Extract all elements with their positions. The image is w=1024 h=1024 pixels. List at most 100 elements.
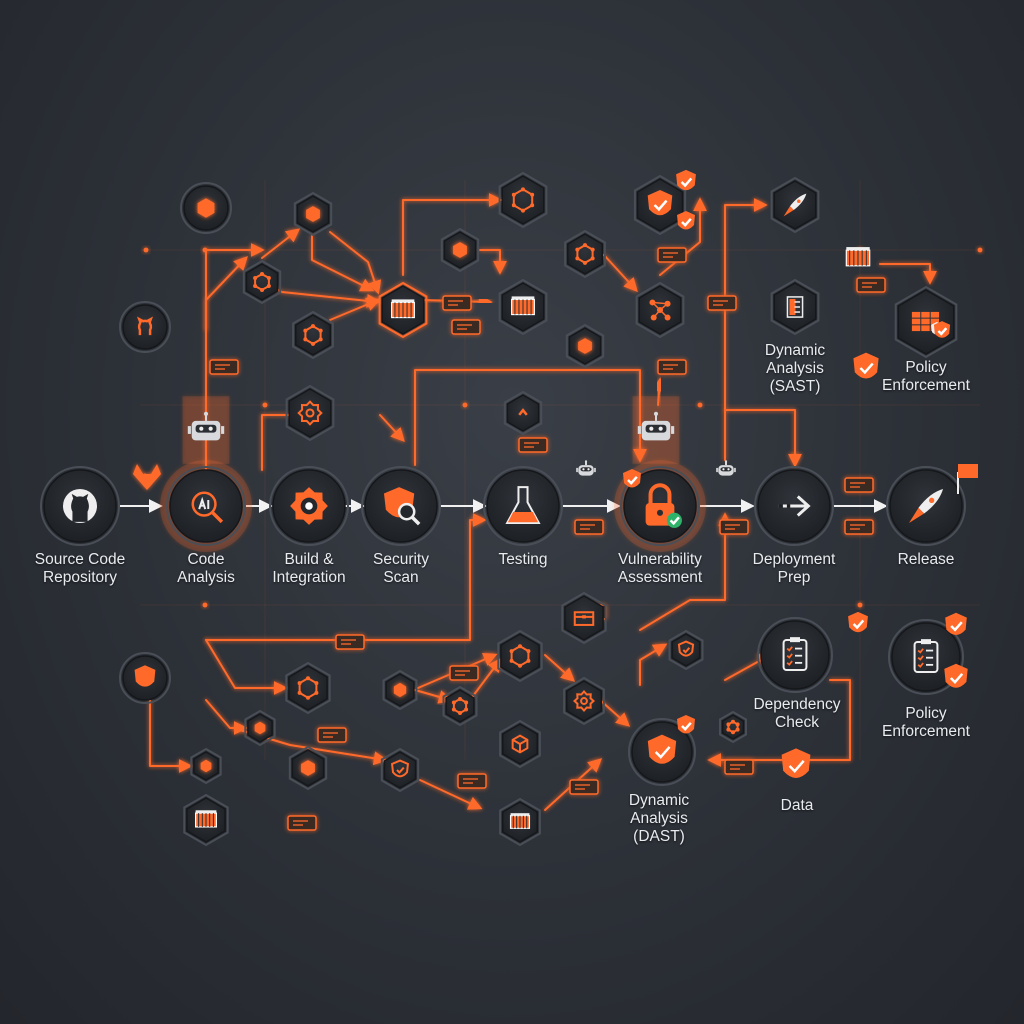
chest-icon: [573, 611, 595, 626]
node-deployment-prep: [754, 466, 834, 546]
node-release: [886, 466, 966, 546]
connector: [261, 228, 301, 259]
lower-node: [285, 661, 331, 715]
rocket-icon: [908, 488, 944, 524]
upper-node: [503, 390, 543, 436]
data-packet: [657, 359, 687, 375]
git-repository-icon: [62, 488, 98, 524]
gear-outline-icon: [573, 690, 595, 712]
robot-icon: [182, 396, 230, 464]
connector: [724, 198, 768, 461]
data-packet: [442, 295, 472, 311]
shield-check-icon: [781, 748, 811, 778]
data-packet: [209, 359, 239, 375]
lower-node: [888, 619, 964, 695]
shield-outline-icon: [677, 640, 695, 657]
lower-node: [119, 652, 171, 704]
connector: [603, 254, 638, 293]
diagram-nodes: [40, 169, 978, 847]
lower-node: [288, 745, 328, 791]
connector: [724, 409, 802, 468]
lower-node: [757, 617, 833, 693]
hexagon-icon: [511, 187, 535, 213]
connector: [879, 263, 937, 285]
upper-node: [180, 182, 232, 234]
container-icon: [391, 299, 415, 319]
data-packet: [657, 247, 687, 263]
label-policy-enforcement-top: Policy Enforcement: [882, 359, 970, 394]
caret-up-icon: [518, 408, 528, 416]
grid-dot: [262, 402, 268, 408]
lock-check-icon: [645, 483, 682, 528]
github-icon: [136, 316, 154, 336]
upper-node: [285, 384, 335, 442]
upper-node: [378, 281, 428, 339]
container-icon: [509, 813, 531, 829]
lower-node: [244, 709, 276, 747]
flag-icon: [957, 464, 978, 494]
label-dynamic-analysis-dast: Dynamic Analysis (DAST): [628, 792, 690, 845]
data-packet: [457, 773, 487, 789]
upper-node: [119, 301, 171, 353]
node-code-analysis: [160, 460, 252, 552]
upper-node: [565, 323, 605, 369]
container-icon: [845, 247, 871, 267]
grid-dot: [462, 402, 468, 408]
upper-node: [498, 278, 548, 336]
label-code-analysis: Code Analysis: [177, 551, 235, 586]
data-packet: [844, 477, 874, 493]
flask-icon: [505, 486, 541, 525]
upper-node: [770, 176, 820, 234]
hexagon-icon: [451, 696, 469, 716]
hex-dot-icon: [200, 759, 212, 773]
connector: [402, 193, 503, 276]
data-packet: [569, 779, 599, 795]
upper-node: [292, 310, 334, 360]
lower-node: [183, 793, 229, 847]
connector: [311, 235, 375, 292]
label-testing: Testing: [498, 551, 548, 568]
lower-node: [499, 797, 541, 847]
rocket-icon: [783, 193, 807, 217]
grid-dot: [977, 247, 983, 253]
upper-node: [242, 259, 282, 305]
lower-node: [719, 710, 747, 744]
node-security-scan: [361, 466, 441, 546]
data-packet: [707, 295, 737, 311]
label-deployment-prep: Deployment Prep: [752, 551, 836, 586]
connector: [149, 699, 193, 773]
lower-node: [563, 676, 605, 726]
connector: [707, 679, 851, 767]
robot-icon: [576, 460, 596, 476]
connector: [205, 699, 248, 735]
gitlab-icon: [133, 464, 161, 490]
shield-icon: [134, 665, 156, 687]
label-dynamic-analysis-sast: Dynamic Analysis (SAST): [764, 342, 826, 395]
upper-node: [633, 174, 687, 236]
arrow-right-icon: [778, 495, 811, 517]
label-dependency-check: Dependency Check: [753, 696, 841, 731]
shield-check-icon: [677, 211, 695, 230]
upper-node: [635, 281, 685, 339]
hexagon-icon: [509, 644, 531, 668]
gear-outline-icon: [297, 400, 323, 426]
hex-dot-icon: [301, 760, 315, 776]
shield-check-icon: [677, 715, 695, 734]
hex-dot-icon: [453, 242, 467, 258]
hex-dot-icon: [393, 682, 407, 698]
container-icon: [511, 296, 535, 316]
connector-lines: [119, 193, 937, 831]
data-packet: [287, 815, 317, 831]
connector: [205, 255, 248, 331]
hex-dot-icon: [254, 721, 266, 735]
data-packet: [451, 319, 481, 335]
upper-node: [894, 285, 958, 359]
shield-check-icon: [647, 734, 677, 764]
lower-node: [628, 718, 696, 786]
hexagon-icon: [726, 719, 740, 735]
shield-check-icon: [623, 469, 641, 488]
cube-icon: [511, 734, 529, 754]
data-packet: [574, 519, 604, 535]
lower-node: [668, 629, 704, 671]
